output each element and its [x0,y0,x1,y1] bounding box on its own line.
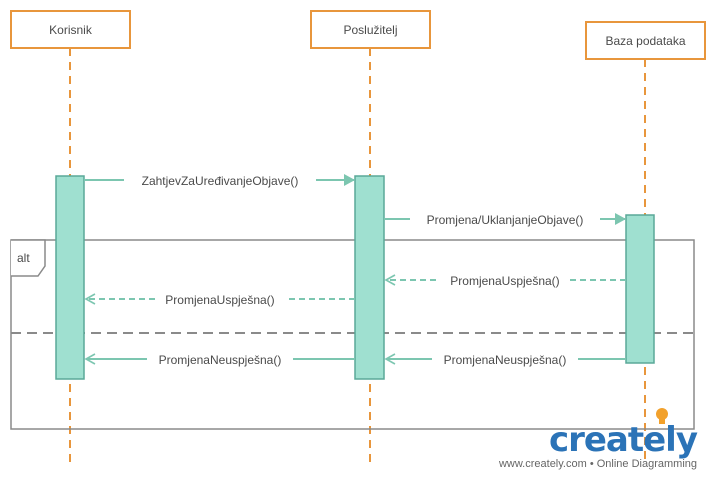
activation-baza [625,214,655,364]
message-promjena-uspjesna-2[interactable]: PromjenaUspješna() [84,289,355,309]
message-promjena-neuspjesna-2-label: PromjenaNeuspješna() [159,353,282,367]
message-promjena-uklanjanje-label: Promjena/UklanjanjeObjave() [427,213,584,227]
message-promjena-uspjesna-1-label: PromjenaUspješna() [450,274,559,288]
alt-fragment[interactable]: alt [10,239,695,430]
message-promjena-uspjesna-1[interactable]: PromjenaUspješna() [384,270,626,290]
participant-korisnik[interactable]: Korisnik [10,10,131,49]
participant-baza-podataka[interactable]: Baza podataka [585,21,706,60]
participant-posluzitelj-label: Poslužitelj [343,23,397,37]
message-promjena-neuspjesna-2[interactable]: PromjenaNeuspješna() [84,349,355,369]
lightbulb-icon [656,408,668,424]
creately-logo-text: creately [548,420,698,460]
activation-posluzitelj [354,175,385,380]
message-promjena-uspjesna-2-label: PromjenaUspješna() [165,293,274,307]
message-promjena-neuspjesna-1[interactable]: PromjenaNeuspješna() [384,349,626,369]
participant-korisnik-label: Korisnik [49,23,93,37]
footer-text[interactable]: www.creately.com • Online Diagramming [498,458,697,470]
alt-operator-label: alt [17,251,30,265]
message-promjena-uklanjanje[interactable]: Promjena/UklanjanjeObjave() [384,209,626,229]
creately-logo[interactable]: creately [548,420,698,460]
activation-korisnik [55,175,85,380]
message-zahtjev-label: ZahtjevZaUređivanjeObjave() [142,174,299,188]
message-zahtjev[interactable]: ZahtjevZaUređivanjeObjave() [84,170,355,190]
participant-posluzitelj[interactable]: Poslužitelj [310,10,431,49]
participant-baza-label: Baza podataka [605,34,685,48]
message-promjena-neuspjesna-1-label: PromjenaNeuspješna() [444,353,567,367]
